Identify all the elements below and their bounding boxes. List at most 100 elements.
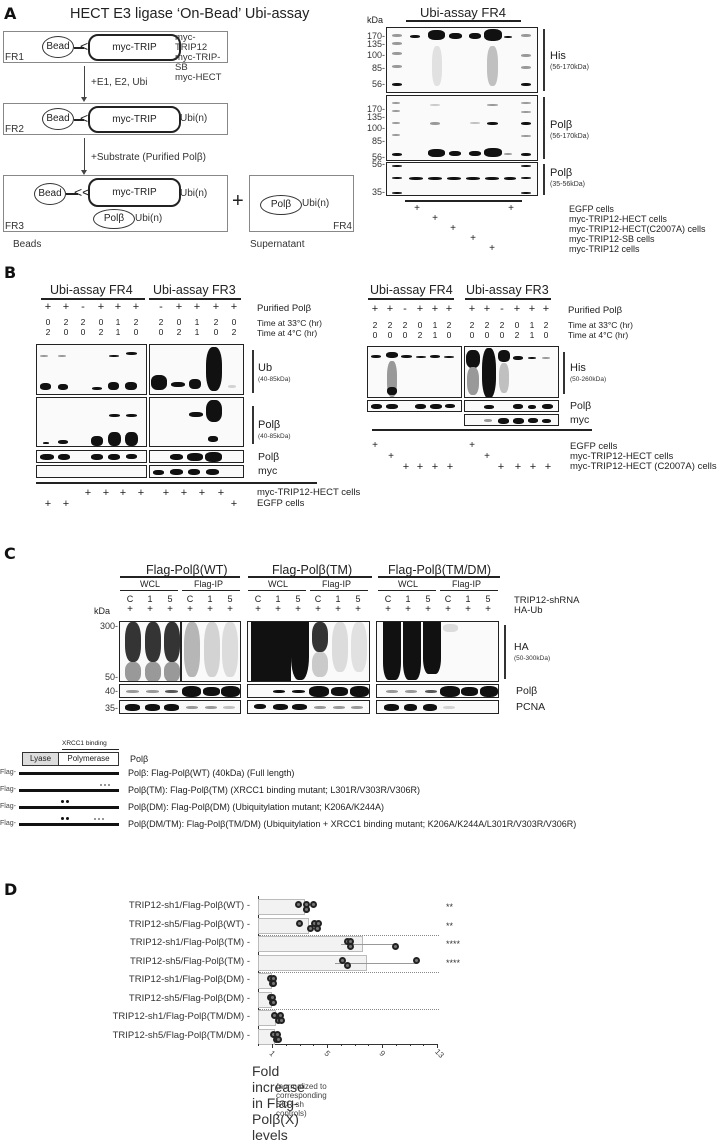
category-label: TRIP12-sh1/Flag-Polβ(TM/DM) -: [112, 1011, 250, 1022]
blot-polb-fr4: [36, 397, 147, 447]
time-value: 1: [432, 330, 438, 340]
blot-pcna-tm: [247, 700, 370, 714]
purified-mark: +: [371, 303, 379, 315]
blot-range: (56-170kDa): [550, 133, 589, 140]
time-value: 0: [133, 327, 139, 337]
blot-label-myc: myc: [258, 465, 278, 477]
bead-shape: Bead: [42, 108, 74, 130]
plus-mark: +: [450, 223, 456, 234]
blot-polb-fr3: [149, 397, 244, 447]
trip-shape: myc-TRIP: [88, 178, 181, 207]
cell-label: myc-TRIP12-HECT (C2007A) cells: [570, 461, 717, 472]
time-value: 2: [231, 327, 237, 337]
time-value: 0: [499, 330, 505, 340]
ha-ub-mark: +: [227, 604, 233, 615]
plus-mark: +: [431, 461, 439, 473]
frame-fr1: FR1 Bead << myc-TRIP myc-TRIP12 myc-TRIP…: [3, 31, 228, 83]
x-tick-label: 1: [267, 1048, 277, 1059]
arrow-down-icon: [81, 138, 87, 175]
condition-label: EGFP cells: [569, 204, 614, 214]
time-value: 2: [499, 320, 505, 330]
shrna-lane: C: [384, 594, 392, 604]
row-label: TRIP12-shRNA: [514, 595, 580, 606]
fr4-label: FR4: [333, 221, 352, 232]
shrna-lane: 1: [147, 594, 153, 604]
blot-polb-fr3: [464, 400, 559, 412]
shrna-lane: 1: [275, 594, 281, 604]
ubi-label: Ubi(n): [180, 113, 208, 124]
plus-mark: +: [230, 498, 238, 510]
flag-tag: Flag-: [0, 803, 16, 810]
purified-mark: -: [500, 303, 504, 315]
ha-ub-mark: +: [445, 604, 451, 615]
construct-label: Polβ(DM): Flag-Polβ(DM) (Ubiquitylation …: [128, 802, 384, 812]
subgroup-title: WCL: [140, 579, 160, 589]
marker-label: 40-: [104, 686, 118, 696]
fr2-label: FR2: [5, 124, 24, 135]
plus-mark: +: [432, 213, 438, 224]
marker-label: 135-: [366, 39, 385, 49]
x-tick-label: 13: [433, 1047, 446, 1060]
data-point: [269, 998, 277, 1006]
time-value: 1: [115, 327, 121, 337]
data-point: [302, 906, 310, 913]
purified-mark: +: [97, 301, 105, 313]
ha-ub-mark: +: [465, 604, 471, 615]
purified-mark: +: [62, 301, 70, 313]
purified-mark: +: [483, 303, 491, 315]
blot-range: (40-85kDa): [258, 433, 291, 440]
plus-mark: +: [217, 487, 225, 499]
condition-label: myc-TRIP12-HECT(C2007A) cells: [569, 224, 706, 234]
plus-mark: +: [544, 461, 552, 473]
ha-ub-mark: +: [425, 604, 431, 615]
ha-ub-mark: +: [385, 604, 391, 615]
purified-mark: +: [132, 301, 140, 313]
blot-label-polb: Polβ: [550, 167, 573, 179]
shrna-lane: 1: [335, 594, 341, 604]
frame-fr3: FR3 Bead << myc-TRIP Ubi(n) Polβ Ubi(n): [3, 175, 228, 232]
marker-label: 100-: [366, 123, 385, 133]
polb-shape: Polβ: [93, 209, 135, 229]
blot-range: (40-85kDa): [258, 376, 291, 383]
blot-ha-wt: [119, 621, 241, 682]
cell-label: myc-TRIP12-HECT cells: [570, 451, 674, 462]
shrna-lane: 5: [295, 594, 301, 604]
polb-shape: Polβ: [260, 195, 302, 215]
blot-label-myc: myc: [570, 414, 590, 426]
marker-label: 85-: [371, 136, 385, 146]
category-label: TRIP12-sh5/Flag-Polβ(TM) -: [129, 955, 250, 967]
ubi-label: Ubi(n): [135, 213, 163, 224]
time-value: 0: [231, 317, 237, 327]
blot-label-polb: Polβ: [516, 685, 538, 697]
blot-ha-tmdm: [376, 621, 499, 682]
ubi-label: Ubi(n): [302, 198, 330, 209]
data-point: [296, 919, 303, 927]
trip-shape: myc-TRIP: [88, 106, 181, 133]
blot-myc-fr3: [149, 465, 244, 478]
time-value: 0: [98, 317, 104, 327]
blot-title: Ubi-assay FR4: [370, 283, 453, 297]
plus-mark: +: [489, 243, 495, 254]
data-point: [346, 938, 354, 945]
subgroup-title: WCL: [268, 579, 288, 589]
time-value: 1: [115, 317, 121, 327]
plus-mark: +: [102, 487, 110, 499]
blot-ub-fr3: [149, 344, 244, 395]
row-label: Time at 33°C (hr): [257, 318, 322, 328]
time-value: 0: [63, 327, 69, 337]
shrna-lane: 5: [167, 594, 173, 604]
panel-a-letter: A: [4, 4, 17, 23]
plus-mark: +: [180, 487, 188, 499]
plus-mark: +: [119, 487, 127, 499]
purified-mark: +: [212, 301, 220, 313]
ha-ub-mark: +: [187, 604, 193, 615]
plus-mark: +: [446, 461, 454, 473]
time-value: 1: [194, 317, 200, 327]
blot-ha-tm: [247, 621, 370, 682]
ha-ub-mark: +: [127, 604, 133, 615]
blot-polb-high: [386, 95, 538, 161]
marker-label: 35-: [371, 187, 385, 197]
shrna-lane: C: [186, 594, 194, 604]
frame-fr4: FR4 Polβ Ubi(n): [249, 175, 354, 232]
shrna-lane: C: [444, 594, 452, 604]
